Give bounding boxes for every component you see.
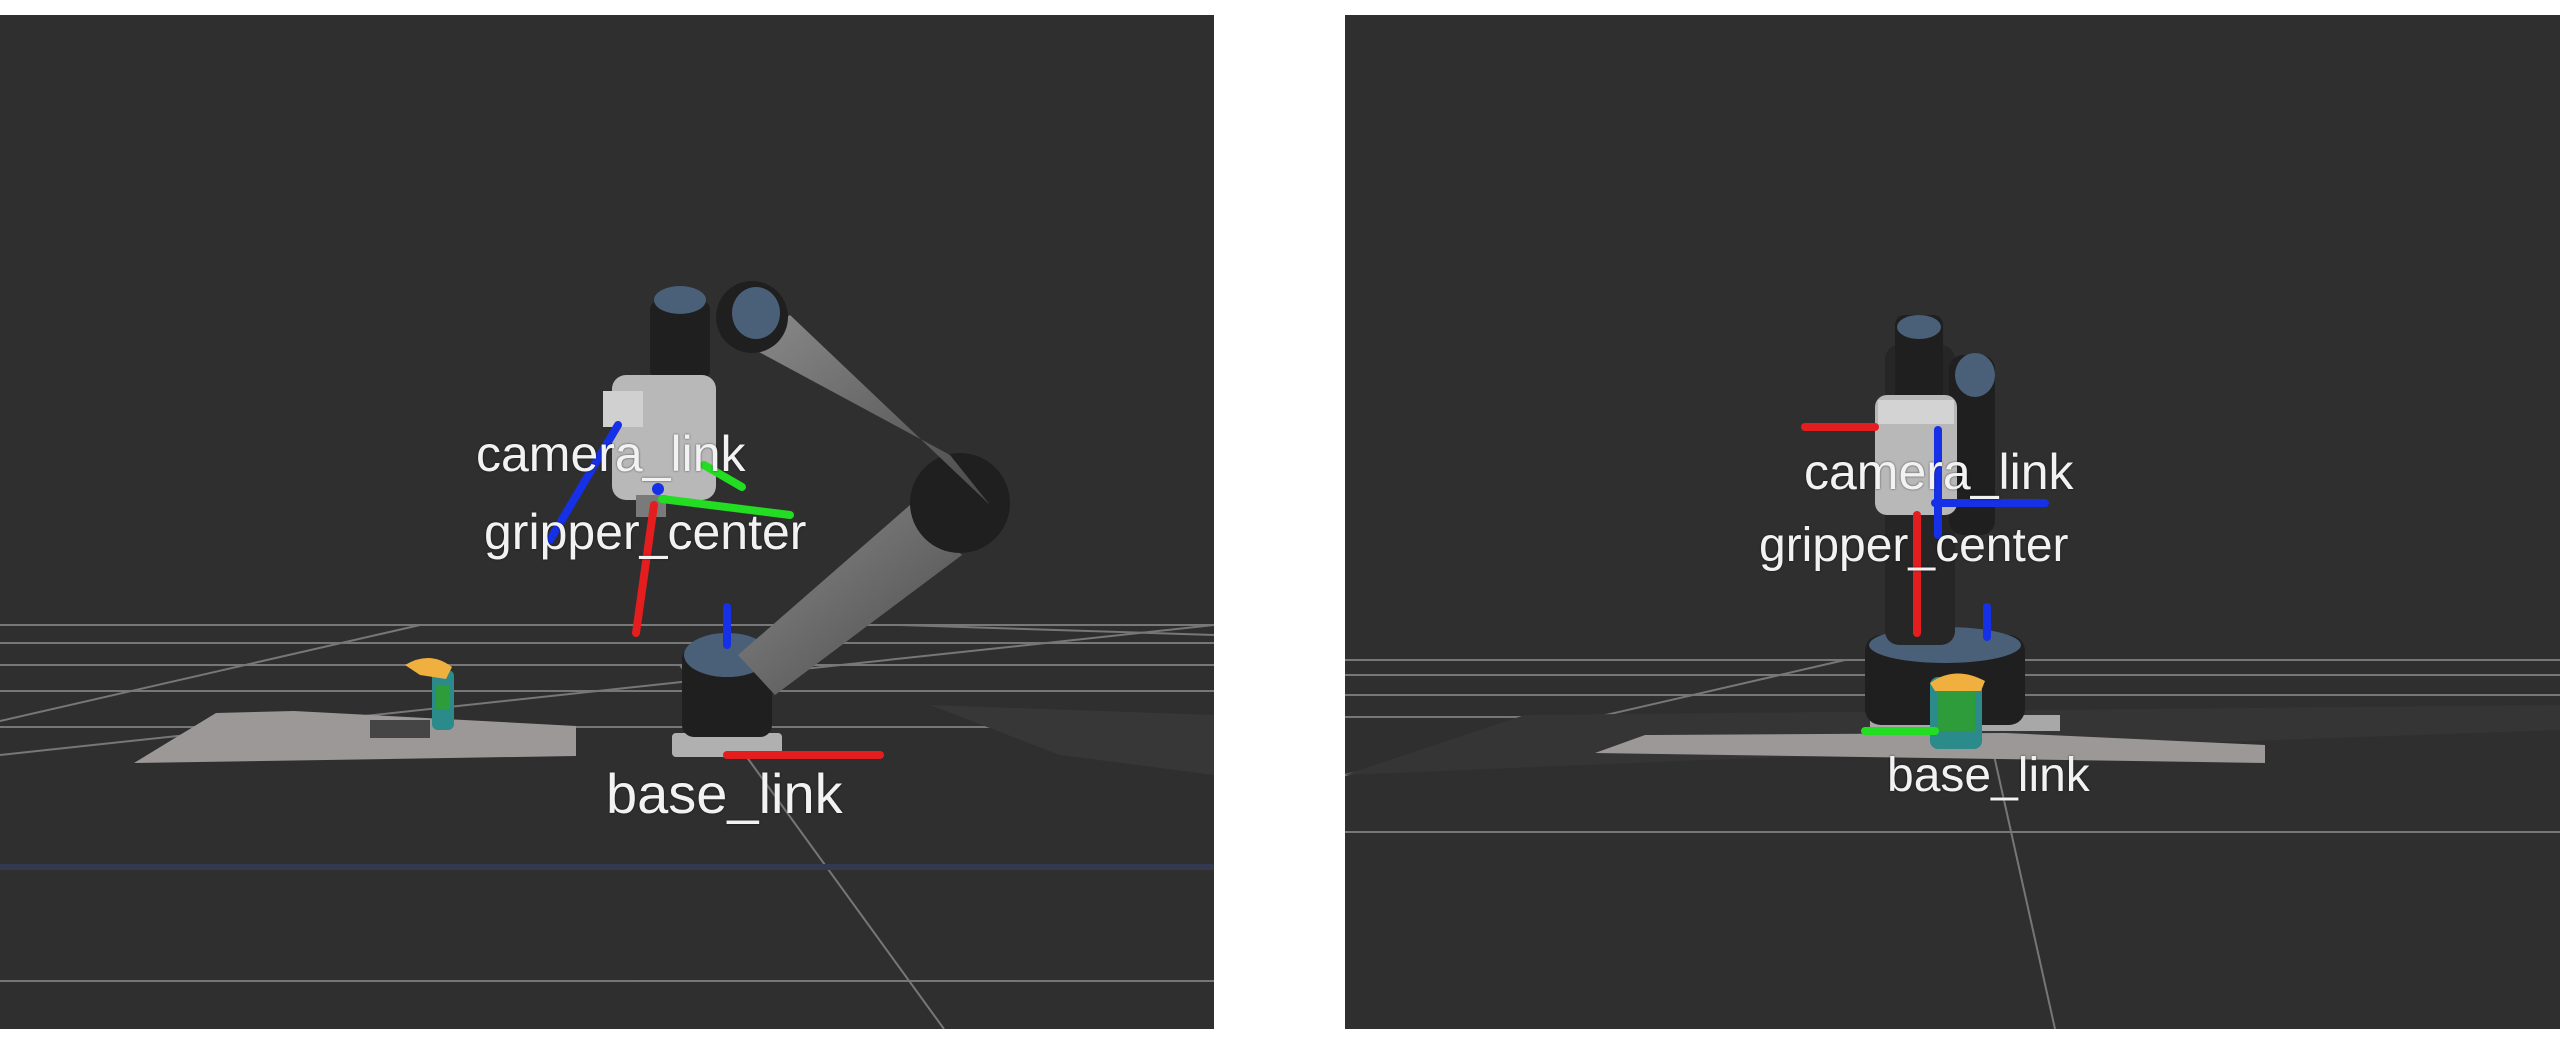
robot-elbow-joint bbox=[910, 453, 1010, 553]
tf-axes-camera-gripper bbox=[1801, 423, 2049, 637]
rviz-viewport-right[interactable]: camera_link gripper_center base_link bbox=[1345, 15, 2560, 1029]
rviz-viewport-left[interactable]: camera_link gripper_center base_link bbox=[0, 15, 1214, 1029]
frame-label-camera-link: camera_link bbox=[1804, 444, 2074, 500]
robot-wrist bbox=[650, 300, 710, 380]
scene-left bbox=[0, 281, 1214, 1029]
snack-bag-object bbox=[1930, 673, 1985, 749]
robot-wrist bbox=[1895, 315, 1943, 415]
shadow-plane bbox=[930, 705, 1214, 775]
frame-label-base-link: base_link bbox=[606, 762, 843, 825]
point-cloud-table bbox=[134, 711, 576, 763]
tf-axes-base bbox=[1861, 603, 1991, 735]
frame-label-camera-link: camera_link bbox=[476, 426, 746, 482]
scene-right bbox=[1345, 315, 2560, 1029]
frame-label-gripper-center: gripper_center bbox=[484, 504, 807, 560]
frame-label-base-link: base_link bbox=[1887, 749, 2090, 802]
ground-grid bbox=[0, 624, 1214, 1029]
frame-label-gripper-center: gripper_center bbox=[1759, 519, 2069, 572]
robot-elbow-joint bbox=[1949, 355, 1995, 535]
tf-axes-base bbox=[723, 603, 884, 759]
robot-lower-link bbox=[738, 505, 962, 695]
point-cloud-shadow bbox=[370, 720, 430, 738]
robot-upper-link bbox=[746, 315, 990, 505]
snack-bag-object bbox=[405, 657, 454, 730]
point-cloud-table bbox=[1595, 733, 2265, 763]
tf-axes-camera-gripper bbox=[546, 421, 794, 637]
